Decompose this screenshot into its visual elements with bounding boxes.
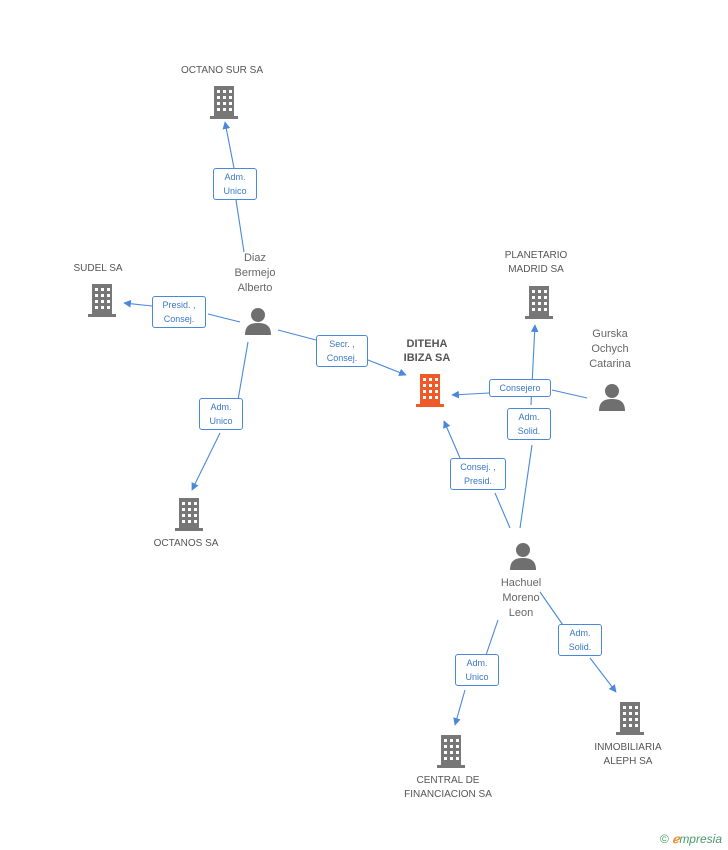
person-name-line[interactable]: Catarina (589, 358, 631, 370)
role-text: Presid. , (162, 300, 196, 310)
person-icon[interactable] (597, 382, 627, 412)
company-name-line[interactable]: PLANETARIO (504, 250, 568, 261)
node-label-octanos[interactable]: OCTANOS SA (136, 537, 236, 551)
company-name-line[interactable]: CENTRAL DE (416, 775, 480, 786)
role-badge: Consejero (489, 379, 551, 397)
person-name-line[interactable]: Alberto (237, 282, 273, 294)
role-text: Adm. (518, 412, 540, 422)
role-text: Adm. (210, 402, 232, 412)
building-icon[interactable] (523, 284, 555, 320)
person-name-line[interactable]: Hachuel (500, 577, 542, 589)
node-label-diaz[interactable]: Diaz Bermejo Alberto (215, 251, 295, 296)
brand-logo-initial: ℯ (672, 832, 680, 846)
node-label-planetario[interactable]: PLANETARIO MADRID SA (486, 249, 586, 277)
company-name-line[interactable]: IBIZA SA (403, 352, 451, 364)
node-label-hachuel[interactable]: Hachuel Moreno Leon (481, 576, 561, 621)
building-icon[interactable] (614, 700, 646, 736)
role-text: Solid. (568, 642, 592, 652)
role-text: Unico (209, 416, 233, 426)
company-name-line[interactable]: ALEPH SA (603, 756, 653, 767)
node-label-diteha[interactable]: DITEHA IBIZA SA (382, 337, 472, 365)
main-building-icon[interactable] (414, 372, 446, 408)
role-text: Adm. (569, 628, 591, 638)
company-name-line[interactable]: INMOBILIARIA (594, 742, 662, 753)
person-name-line[interactable]: Gurska (592, 328, 628, 340)
building-icon[interactable] (435, 733, 467, 769)
node-label-inmobiliaria[interactable]: INMOBILIARIA ALEPH SA (578, 741, 678, 769)
role-badge: Presid. , Consej. (152, 296, 206, 328)
person-name-line[interactable]: Leon (508, 607, 534, 619)
role-text: Presid. (463, 476, 492, 486)
person-name-line[interactable]: Ochych (591, 343, 629, 355)
person-name-line[interactable]: Moreno (502, 592, 540, 604)
company-name-line[interactable]: DITEHA (406, 338, 448, 350)
company-name[interactable]: SUDEL SA (73, 263, 123, 274)
role-text: Consej. (326, 353, 358, 363)
node-label-octano-sur[interactable]: OCTANO SUR SA (160, 64, 284, 78)
person-icon[interactable] (508, 541, 538, 571)
role-text: Unico (223, 186, 247, 196)
person-name-line[interactable]: Bermejo (234, 267, 276, 279)
edge-diaz-octanos (192, 341, 249, 490)
person-name-line[interactable]: Diaz (243, 252, 266, 264)
building-icon[interactable] (86, 282, 118, 318)
building-icon[interactable] (173, 496, 205, 532)
role-text: Adm. (466, 658, 488, 668)
node-label-gurska[interactable]: Gurska Ochych Catarina (570, 327, 650, 372)
role-badge: Adm. Solid. (507, 408, 551, 440)
role-badge: Consej. , Presid. (450, 458, 506, 490)
role-text: Secr. , (329, 339, 355, 349)
edge-diaz-diteha (277, 329, 406, 375)
role-text: Consej. , (460, 462, 496, 472)
company-name-line[interactable]: FINANCIACION SA (404, 789, 492, 800)
edge-hachuel-central (455, 619, 499, 725)
role-badge: Adm. Unico (455, 654, 499, 686)
role-badge: Adm. Unico (199, 398, 243, 430)
building-icon[interactable] (208, 84, 240, 120)
company-name[interactable]: OCTANO SUR SA (180, 65, 264, 76)
edge-diaz-sudel (124, 303, 241, 323)
company-name[interactable]: OCTANOS SA (153, 538, 219, 549)
copyright-footer: © ℯmpresia (660, 832, 722, 846)
edge-gurska-diteha (452, 390, 588, 398)
role-text: Consej. (163, 314, 195, 324)
edge-hachuel-inmobiliaria (539, 591, 616, 692)
edge-diaz-octano-sur (225, 122, 245, 253)
role-badge: Adm. Solid. (558, 624, 602, 656)
role-text: Consejero (499, 383, 541, 393)
role-badge: Secr. , Consej. (316, 335, 368, 367)
role-badge: Adm. Unico (213, 168, 257, 200)
copyright-icon: © (660, 832, 669, 846)
person-icon[interactable] (243, 306, 273, 336)
role-text: Adm. (224, 172, 246, 182)
node-label-sudel[interactable]: SUDEL SA (48, 262, 148, 276)
edge-hachuel-diteha (444, 421, 511, 529)
company-name-line[interactable]: MADRID SA (508, 264, 564, 275)
role-text: Unico (465, 672, 489, 682)
brand-logo-text: mpresia (679, 832, 722, 846)
node-label-central[interactable]: CENTRAL DE FINANCIACION SA (388, 774, 508, 802)
role-text: Solid. (517, 426, 541, 436)
